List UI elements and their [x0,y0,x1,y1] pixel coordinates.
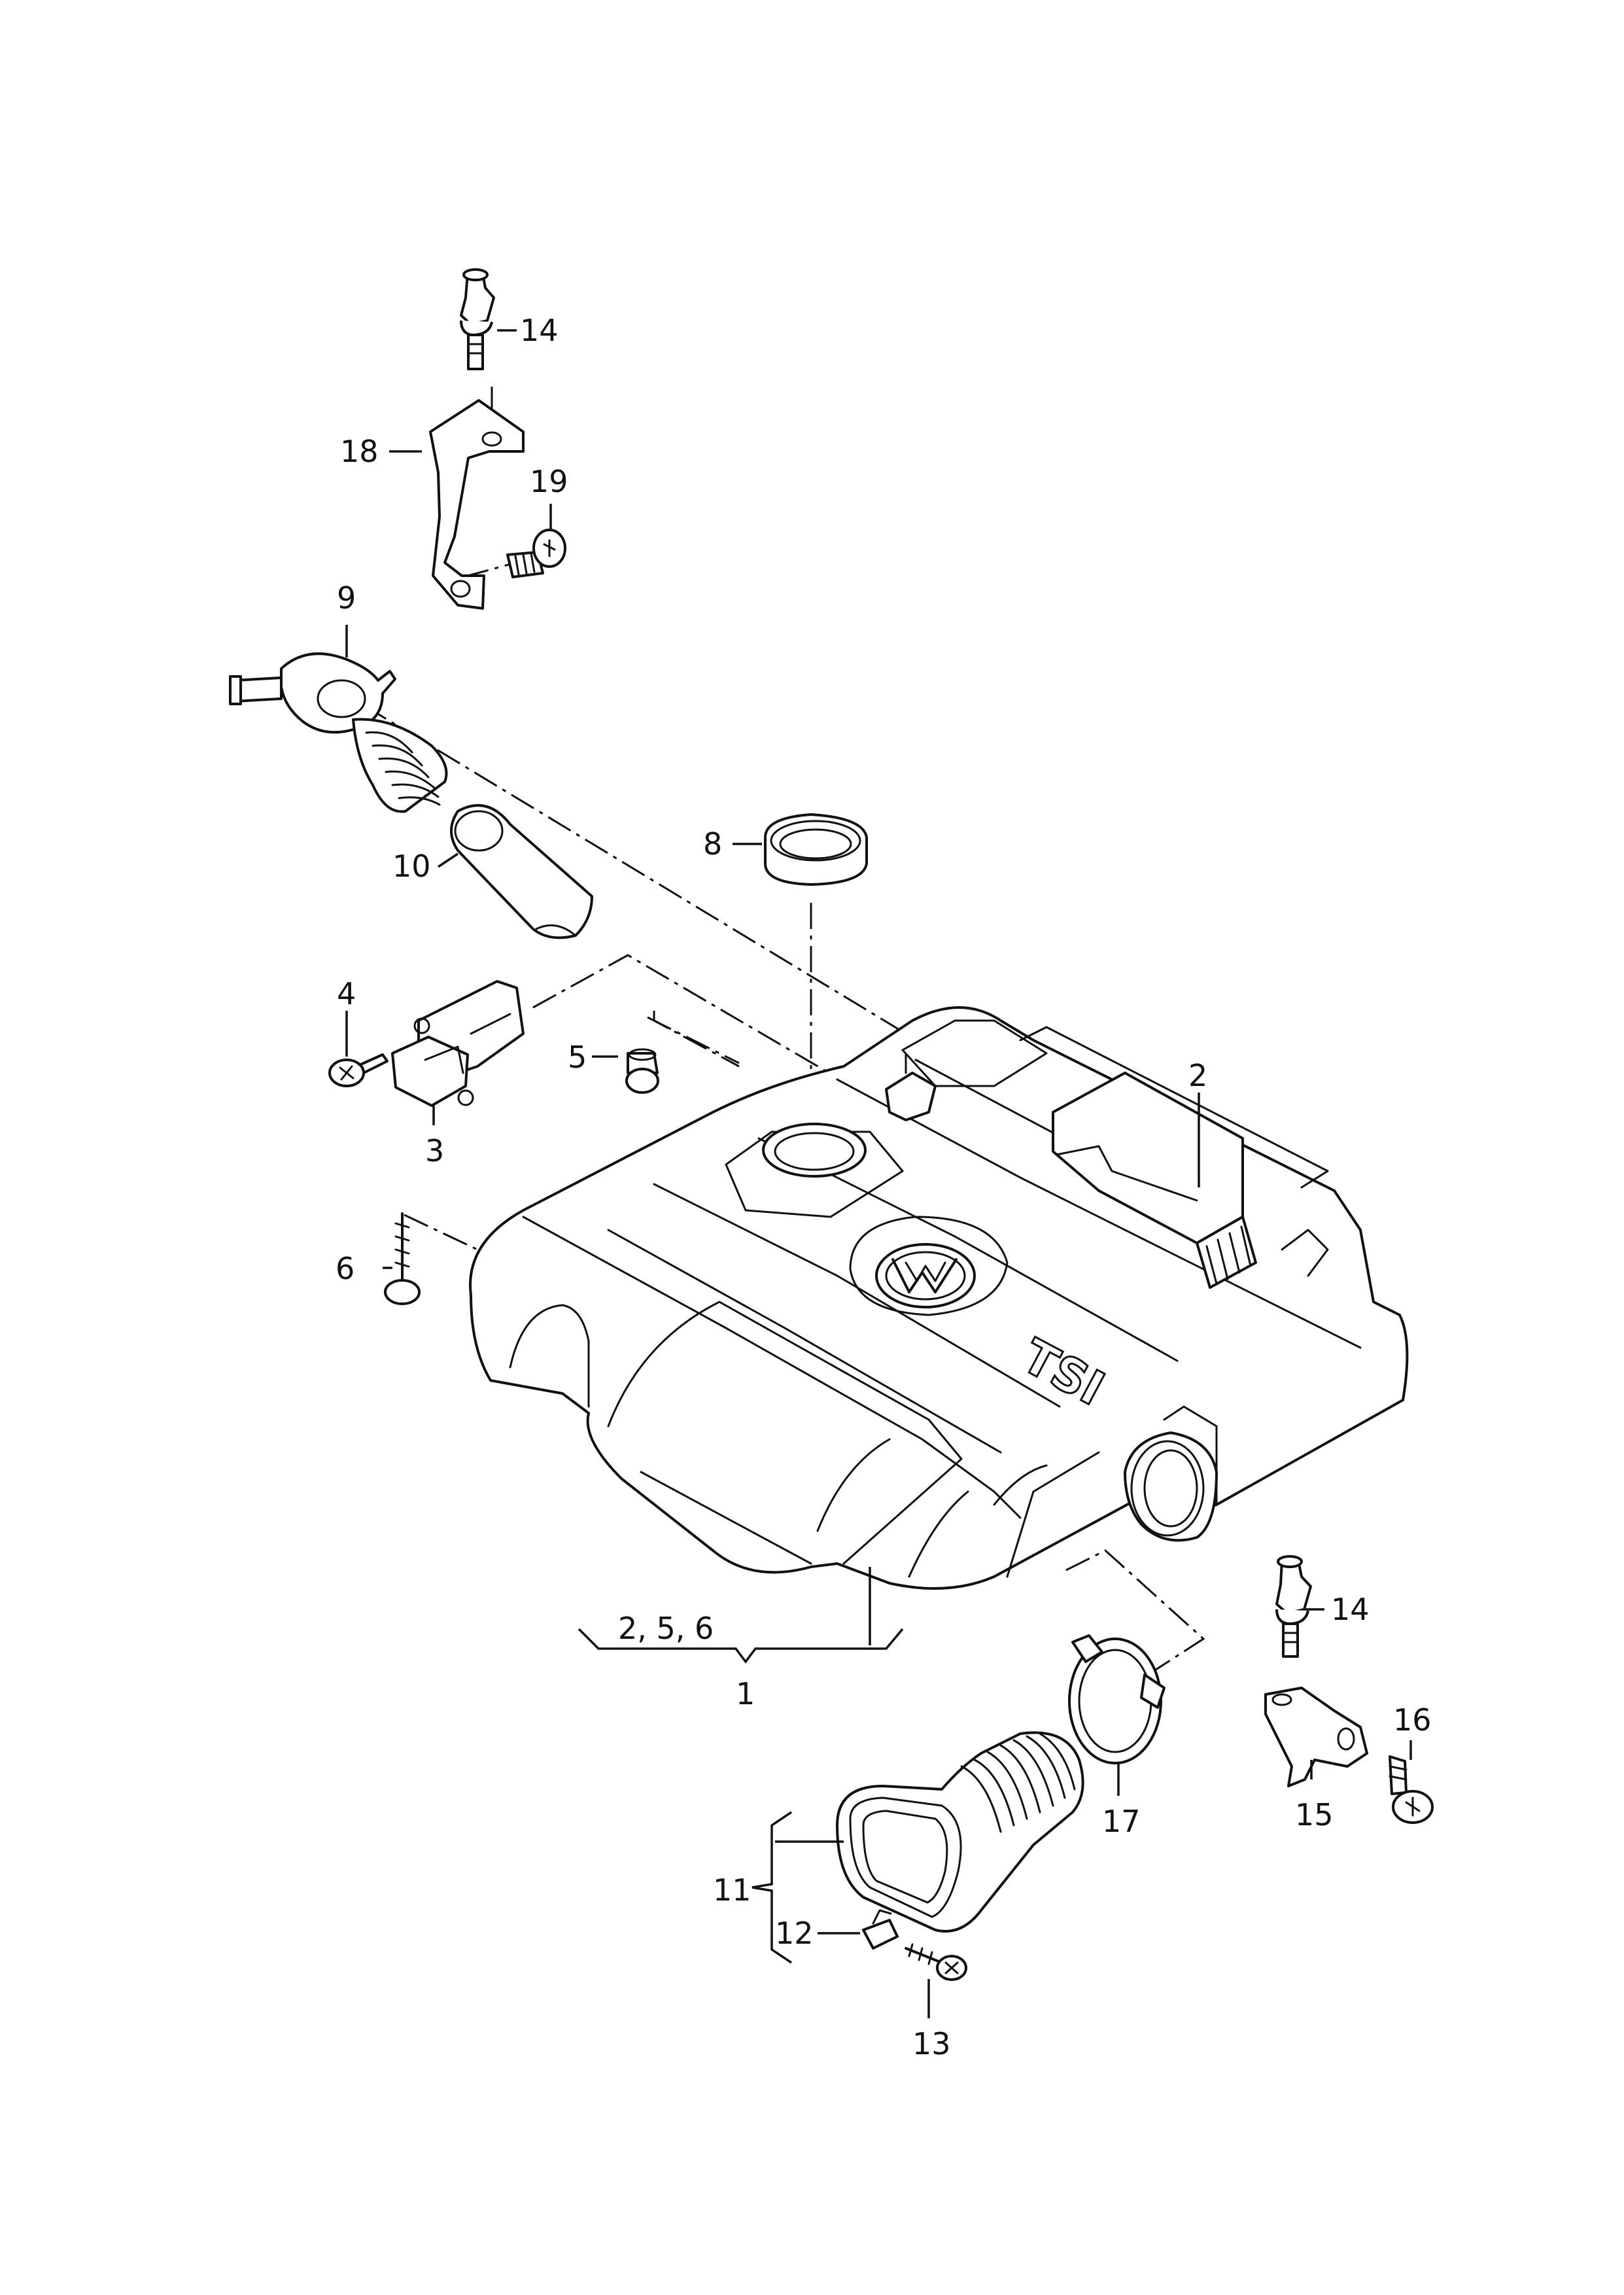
callout-5: 5 [568,1040,587,1075]
part-18-bracket [429,399,525,610]
callout-13: 13 [912,2026,951,2061]
callout-19: 19 [530,464,568,499]
callout-6: 6 [336,1251,354,1286]
part-8-grommet [764,813,868,886]
callout-2: 2 [1188,1058,1207,1093]
part-11-intake-duct [836,1731,1084,1933]
callout-1: 1 [736,1676,755,1711]
part-12-clip [862,1909,899,1950]
part-14-bottom-rivet [1275,1555,1312,1658]
part-6-screw [384,1212,421,1305]
callout-17: 17 [1102,1804,1141,1839]
callout-4: 4 [337,976,356,1011]
part-4-screw [328,1053,389,1087]
leader-lines [345,329,1412,2018]
part-14-top-rivet [460,268,495,370]
callout-12: 12 [775,1916,814,1951]
part-9-filler-neck [229,652,448,813]
part-13-screw [905,1943,967,1981]
callout-10: 10 [392,849,431,884]
callout-18: 18 [340,434,379,469]
callout-labels: 14 18 19 9 10 8 4 3 5 2 6 2, 5, 6 1 14 1… [336,313,1432,2061]
callout-group-2-5-6: 2, 5, 6 [618,1611,714,1646]
callout-11: 11 [713,1872,752,1908]
part-5-nut [625,1048,659,1094]
callout-16: 16 [1393,1702,1432,1738]
assembly-lines [363,387,1293,1701]
callout-14-top: 14 [520,313,559,348]
engine-cover: TSI [469,1006,1409,1590]
part-19-screw [506,529,566,578]
part-16-screw [1389,1755,1434,1824]
callout-15: 15 [1295,1797,1334,1832]
part-15-bracket [1264,1687,1368,1787]
callout-9: 9 [337,580,356,616]
part-17-clamp [1068,1634,1166,1764]
part-10-hose [450,804,593,939]
callout-14-bottom: 14 [1331,1592,1370,1627]
callout-8: 8 [703,826,722,862]
callout-3: 3 [425,1133,444,1168]
part-3-sensor [391,980,525,1107]
